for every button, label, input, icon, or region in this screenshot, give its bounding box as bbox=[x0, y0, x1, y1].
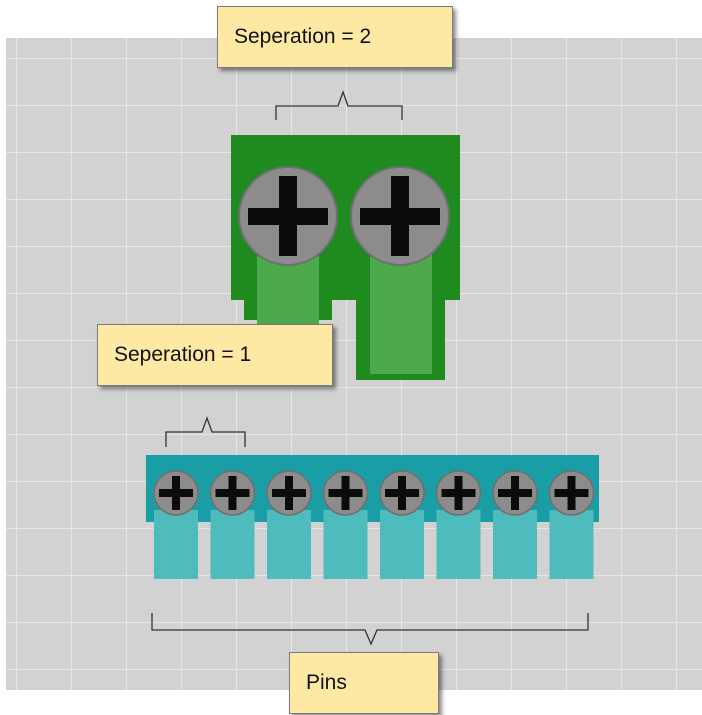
phillips-screw-icon bbox=[379, 470, 425, 516]
pins-label: Pins bbox=[306, 671, 347, 694]
pins-brace bbox=[151, 613, 589, 646]
separation-1-label: Seperation = 1 bbox=[114, 343, 252, 366]
phillips-screw-icon bbox=[322, 470, 369, 516]
phillips-screw-icon bbox=[238, 166, 338, 266]
separation-1-brace bbox=[165, 416, 246, 447]
small-pin-3 bbox=[267, 510, 311, 579]
separation-1-callout: Seperation = 1 bbox=[97, 324, 333, 386]
separation-2-label: Seperation = 2 bbox=[234, 25, 372, 48]
small-pin-1 bbox=[154, 510, 198, 579]
small-pin-6 bbox=[436, 510, 481, 579]
phillips-screw-icon bbox=[350, 166, 450, 266]
large-terminal-block bbox=[231, 135, 460, 380]
phillips-screw-icon bbox=[548, 470, 595, 516]
small-terminal-block bbox=[146, 455, 599, 579]
phillips-screw-icon bbox=[209, 470, 256, 516]
phillips-screw-icon bbox=[435, 470, 482, 516]
separation-2-callout: Seperation = 2 bbox=[217, 6, 453, 68]
small-pin-5 bbox=[380, 510, 424, 579]
separation-2-brace bbox=[275, 90, 403, 120]
phillips-screw-icon bbox=[492, 470, 538, 516]
small-pin-4 bbox=[323, 510, 368, 579]
phillips-screw-icon bbox=[153, 470, 199, 516]
small-pin-8 bbox=[549, 510, 594, 579]
small-pin-2 bbox=[210, 510, 255, 579]
phillips-screw-icon bbox=[266, 470, 312, 516]
pins-callout: Pins bbox=[289, 652, 439, 714]
small-pin-7 bbox=[493, 510, 537, 579]
